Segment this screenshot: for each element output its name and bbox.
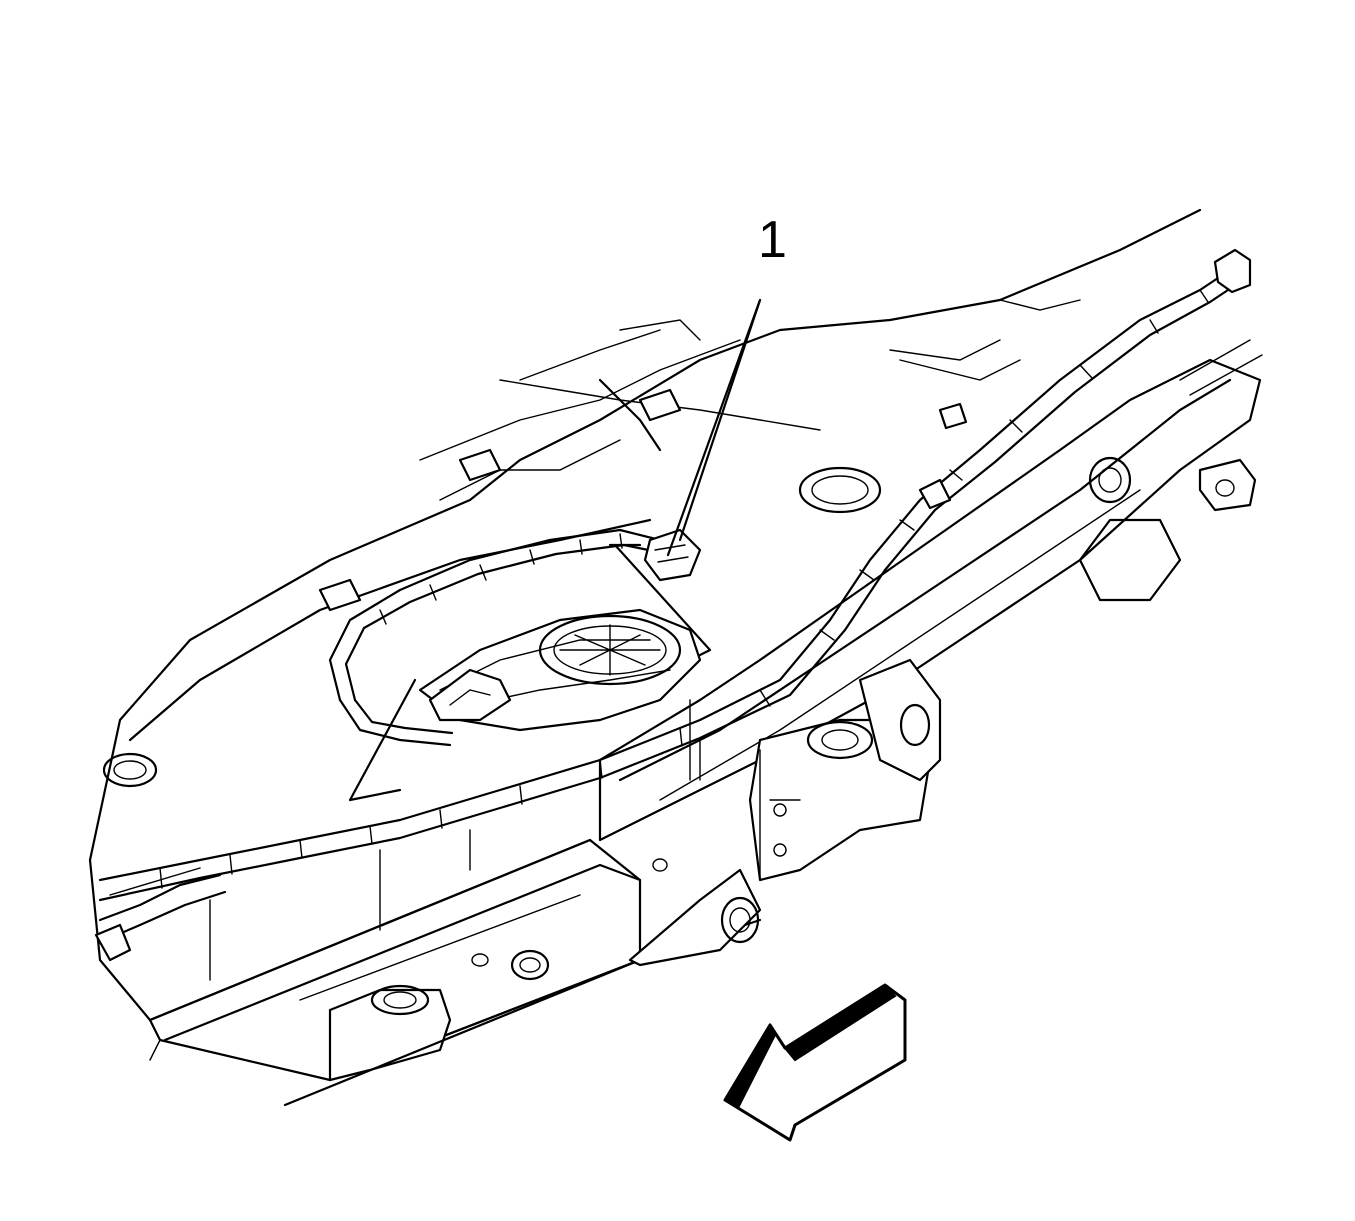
fuel-tank bbox=[418, 608, 702, 732]
gusset-plate bbox=[628, 868, 762, 967]
callout-label-1: 1 bbox=[758, 211, 787, 269]
wiring-harness bbox=[94, 248, 1252, 962]
harness-connectors bbox=[318, 388, 968, 612]
hangers bbox=[209, 699, 701, 981]
right-frame-rail bbox=[598, 339, 1263, 842]
crossmember-bracket bbox=[748, 658, 942, 882]
front-arrow-icon bbox=[723, 983, 907, 1142]
floor-pan bbox=[88, 208, 1202, 1042]
callout-1-leaders bbox=[348, 298, 762, 802]
left-frame-rail bbox=[148, 838, 762, 1107]
